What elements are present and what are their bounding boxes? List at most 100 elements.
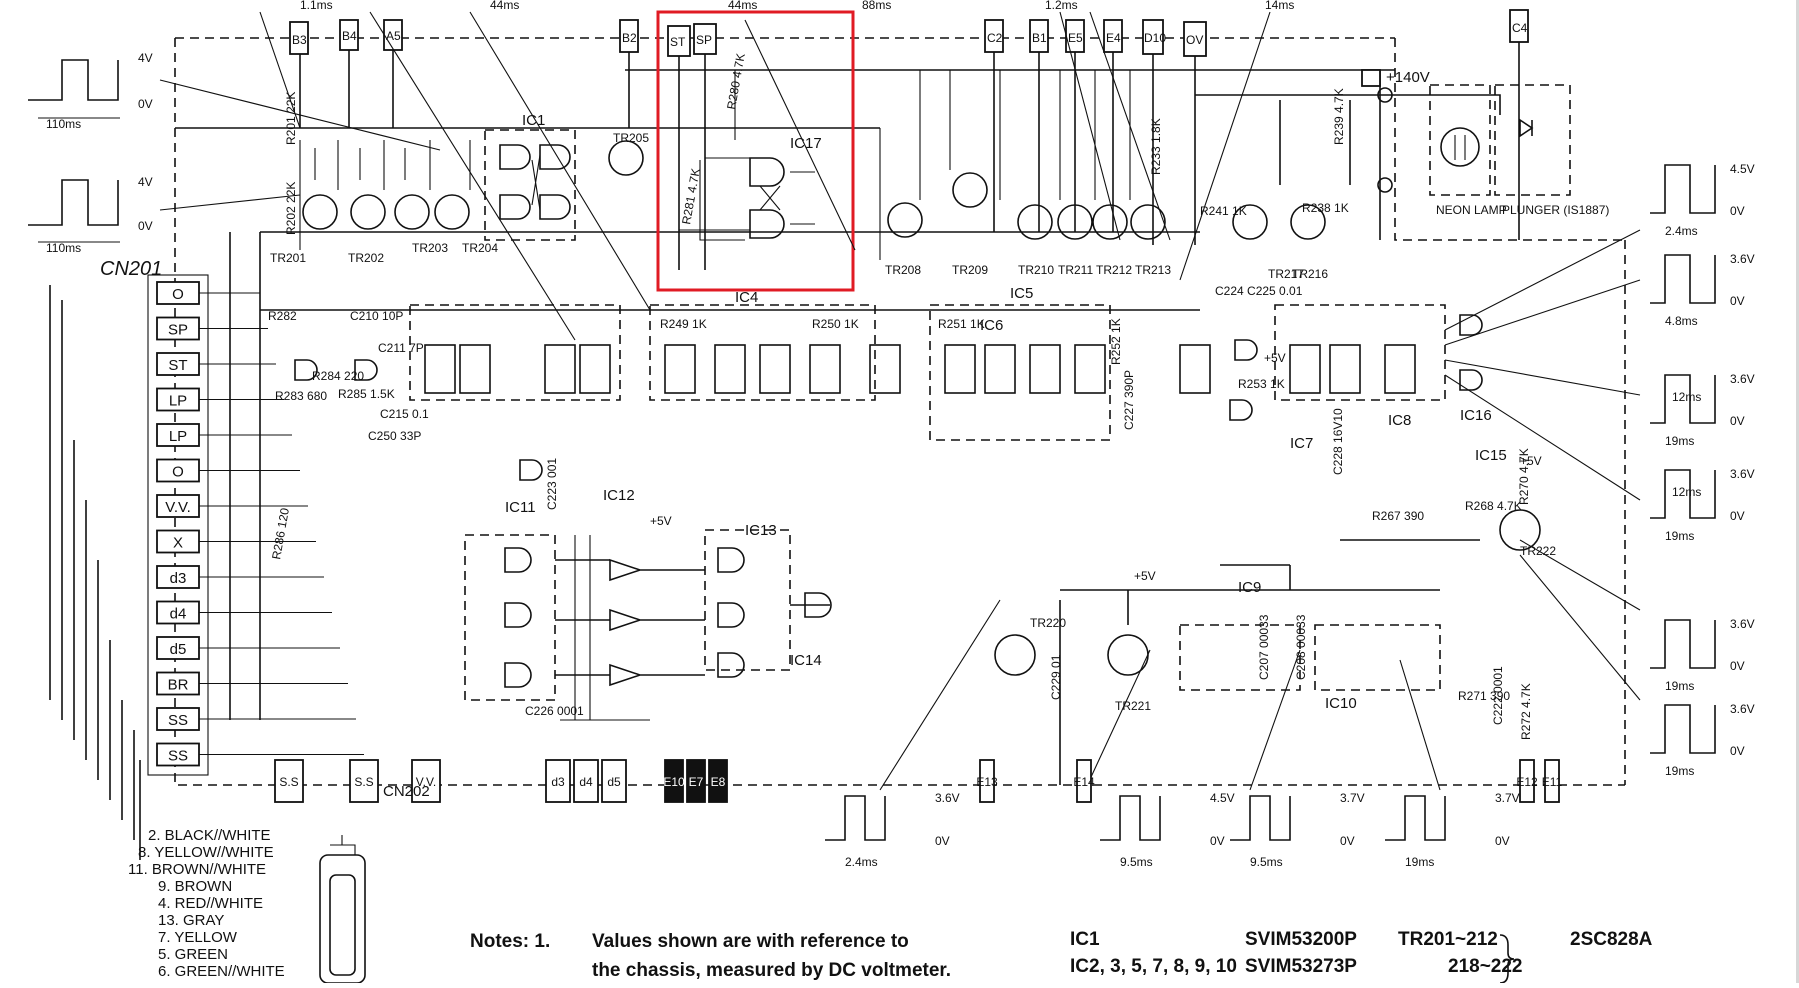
svg-text:C207 00033: C207 00033 <box>1257 614 1271 680</box>
svg-text:IC6: IC6 <box>980 317 1003 334</box>
svg-text:E7: E7 <box>689 775 704 789</box>
transistor-stage-1: TR201 TR202 TR203 TR204 TR205 R201 22K R… <box>270 92 649 265</box>
svg-text:+5V: +5V <box>1134 569 1156 583</box>
connector-pin-label: BR <box>168 677 189 694</box>
counter-block <box>1289 344 1321 394</box>
bottom-waveforms: 3.6V0V2.4ms4.5V0V9.5ms3.7V0V9.5ms3.7V0V1… <box>825 791 1520 869</box>
connector-pin-label: LP <box>169 428 187 445</box>
svg-text:R241 1K: R241 1K <box>1200 204 1247 218</box>
svg-text:C228 16V10: C228 16V10 <box>1331 408 1345 475</box>
pulse-waveform-1: 4V 0V 110ms <box>28 51 153 131</box>
counter-block <box>424 344 456 394</box>
svg-text:R202 22K: R202 22K <box>284 182 298 235</box>
counter-block <box>579 344 611 394</box>
svg-text:R272 4.7K: R272 4.7K <box>1519 683 1533 740</box>
svg-text:C250 33P: C250 33P <box>368 429 421 443</box>
svg-text:IC1: IC1 <box>1070 929 1100 950</box>
wire-color-label: 8. YELLOW//WHITE <box>138 844 274 861</box>
top-timing-labels: 1.1ms 44ms 44ms 88ms 1.2ms 14ms <box>300 0 1294 12</box>
svg-text:E10: E10 <box>663 775 685 789</box>
svg-text:14ms: 14ms <box>1265 0 1294 12</box>
svg-text:SVIM53273P: SVIM53273P <box>1245 956 1357 977</box>
svg-text:110ms: 110ms <box>46 117 81 131</box>
svg-text:C222 0001: C222 0001 <box>1491 666 1505 725</box>
counter-block <box>944 344 976 394</box>
svg-text:4.5V: 4.5V <box>1730 162 1755 176</box>
logic-gate <box>1459 369 1483 391</box>
svg-text:B1: B1 <box>1032 31 1047 45</box>
svg-text:E4: E4 <box>1106 31 1121 45</box>
upper-bus <box>175 69 1395 240</box>
svg-text:TR209: TR209 <box>952 263 988 277</box>
svg-text:0V: 0V <box>1495 834 1510 848</box>
svg-text:E12: E12 <box>1516 775 1538 789</box>
svg-text:C227 390P: C227 390P <box>1122 370 1136 430</box>
counter-block <box>984 344 1016 394</box>
svg-text:R239 4.7K: R239 4.7K <box>1332 88 1346 145</box>
logic-gate <box>504 662 532 688</box>
svg-text:0V: 0V <box>1730 509 1745 523</box>
svg-text:R283 680: R283 680 <box>275 389 327 403</box>
svg-text:0V: 0V <box>1730 294 1745 308</box>
connector-pin-label: V.V. <box>165 499 191 516</box>
svg-text:+140V: +140V <box>1386 69 1430 86</box>
logic-gate <box>504 602 532 628</box>
svg-text:E13: E13 <box>976 775 998 789</box>
svg-text:R233 1.8K: R233 1.8K <box>1149 118 1163 175</box>
connector-pin-label: SP <box>168 322 188 339</box>
svg-text:Values shown are with referenc: Values shown are with reference to <box>592 931 909 952</box>
svg-text:0V: 0V <box>1730 204 1745 218</box>
svg-text:3.6V: 3.6V <box>1730 252 1755 266</box>
connector-pin-label: ST <box>168 357 187 374</box>
svg-text:4V: 4V <box>138 175 153 189</box>
logic-gate <box>804 592 832 618</box>
wire-color-label: 9. BROWN <box>158 878 232 895</box>
connector-pin-label: O <box>172 286 184 303</box>
terminal-box: S.S <box>349 759 379 803</box>
logic-gate <box>1459 314 1483 336</box>
svg-text:E5: E5 <box>1068 31 1083 45</box>
svg-text:3.6V: 3.6V <box>1730 617 1755 631</box>
svg-text:S.S: S.S <box>279 775 298 789</box>
svg-text:3.7V: 3.7V <box>1340 791 1365 805</box>
lower-right-section: IC9 IC10 IC15 TR220 TR221 TR222 +5V +5V … <box>994 447 1556 785</box>
right-waveforms: 4.5V0V2.4ms3.6V0V4.8ms3.6V0V19ms12ms3.6V… <box>1650 162 1755 778</box>
svg-text:12ms: 12ms <box>1672 485 1701 499</box>
terminal-box: E8 <box>708 759 728 803</box>
svg-text:OV: OV <box>1186 33 1203 47</box>
svg-text:IC1: IC1 <box>522 112 545 129</box>
svg-text:TR205: TR205 <box>613 131 649 145</box>
top-terminals: B3 B4 A5 B2 ST SP C2 B1 E5 E4 D10 OV C4 <box>289 9 1529 57</box>
svg-text:SP: SP <box>696 33 712 47</box>
svg-text:IC7: IC7 <box>1290 435 1313 452</box>
ic17-flipflop: IC17 R280 4.7K R281 4.7K <box>679 52 822 241</box>
svg-text:0V: 0V <box>1340 834 1355 848</box>
connector-pin-label: SS <box>168 712 188 729</box>
svg-text:TR203: TR203 <box>412 241 448 255</box>
svg-text:R249 1K: R249 1K <box>660 317 707 331</box>
counter-block <box>1029 344 1061 394</box>
terminal-box: E13 <box>976 759 998 803</box>
svg-text:V.V.: V.V. <box>416 775 436 789</box>
svg-text:0V: 0V <box>138 219 153 233</box>
counter-block <box>1329 344 1361 394</box>
svg-text:3.6V: 3.6V <box>935 791 960 805</box>
svg-text:PLUNGER (IS1887): PLUNGER (IS1887) <box>1502 203 1609 217</box>
svg-text:88ms: 88ms <box>862 0 891 12</box>
window-edge <box>1796 0 1799 983</box>
svg-text:E8: E8 <box>711 775 726 789</box>
svg-text:R281 4.7K: R281 4.7K <box>679 167 703 225</box>
svg-text:IC9: IC9 <box>1238 579 1261 596</box>
svg-text:0V: 0V <box>1730 414 1745 428</box>
svg-text:3.6V: 3.6V <box>1730 372 1755 386</box>
svg-text:C215 0.1: C215 0.1 <box>380 407 429 421</box>
svg-text:IC5: IC5 <box>1010 285 1033 302</box>
connector-pin-label: O <box>172 464 184 481</box>
terminal-box: d3 <box>545 759 571 803</box>
svg-text:R252 1K: R252 1K <box>1109 318 1123 365</box>
svg-text:B2: B2 <box>622 31 637 45</box>
counter-block <box>1384 344 1416 394</box>
